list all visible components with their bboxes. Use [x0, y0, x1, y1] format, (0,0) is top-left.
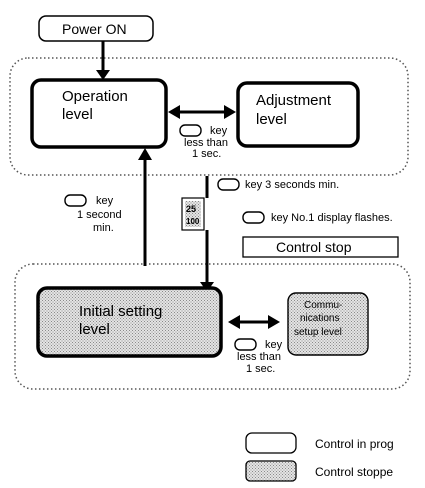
- key-icon: [179, 124, 202, 137]
- control-stop-label: Control stop: [276, 239, 352, 255]
- initial-setting-level-node: Initial setting level: [36, 286, 223, 358]
- init-comm-key-label: key: [265, 339, 283, 351]
- key-icon: [242, 211, 265, 224]
- legend-stopped-swatch: [245, 460, 297, 482]
- key-1sec-line2: 1 second: [77, 209, 122, 221]
- legend-in-progress-label: Control in prog: [315, 437, 394, 451]
- init-comm-key-sec: 1 sec.: [246, 363, 275, 375]
- legend-stopped-label: Control stoppe: [315, 465, 393, 479]
- display-digits-bottom: 100: [186, 217, 200, 226]
- display-icon: 25 100: [181, 197, 205, 231]
- operation-level-line1: Operation: [62, 88, 128, 105]
- key-icon: [234, 338, 257, 351]
- legend-in-progress-swatch: [245, 432, 297, 454]
- comm-line3: setup level: [294, 327, 342, 338]
- arrow-down: [96, 70, 110, 80]
- key-1sec-line3: min.: [93, 222, 114, 234]
- control-stop-box: Control stop: [242, 236, 399, 258]
- adjustment-level-node: Adjustment level: [236, 81, 360, 148]
- display-digits-top: 25: [186, 204, 196, 214]
- operation-level-node: Operation level: [30, 78, 168, 149]
- arrow-up: [138, 148, 152, 160]
- adjustment-level-line2: level: [256, 111, 287, 128]
- init-comm-key-less: less than: [237, 351, 281, 363]
- comm-line2: nications: [300, 313, 339, 324]
- key-display-flash-label: key No.1 display flashes.: [271, 212, 393, 224]
- comm-line1: Commu-: [304, 300, 342, 311]
- operation-level-line2: level: [62, 106, 93, 123]
- power-on-node: Power ON: [38, 15, 154, 42]
- power-on-label: Power ON: [62, 21, 127, 37]
- key-3sec-label: key 3 seconds min.: [245, 179, 339, 191]
- key-icon: [64, 194, 87, 207]
- double-arrow: [168, 105, 236, 119]
- op-adj-key-less: less than: [184, 137, 228, 149]
- key-icon: [217, 178, 240, 191]
- double-arrow: [228, 315, 280, 329]
- op-adj-key-sec: 1 sec.: [192, 148, 221, 160]
- adjustment-level-line1: Adjustment: [256, 92, 332, 109]
- initial-setting-line1: Initial setting: [79, 303, 162, 320]
- key-1sec-label: key: [96, 195, 114, 207]
- upper-group-border: [9, 57, 409, 176]
- initial-setting-line2: level: [79, 321, 110, 338]
- op-adj-key-label: key: [210, 125, 228, 137]
- communications-setup-level-node: Commu- nications setup level: [287, 292, 369, 356]
- legend: Control in prog Control stoppe: [245, 432, 394, 482]
